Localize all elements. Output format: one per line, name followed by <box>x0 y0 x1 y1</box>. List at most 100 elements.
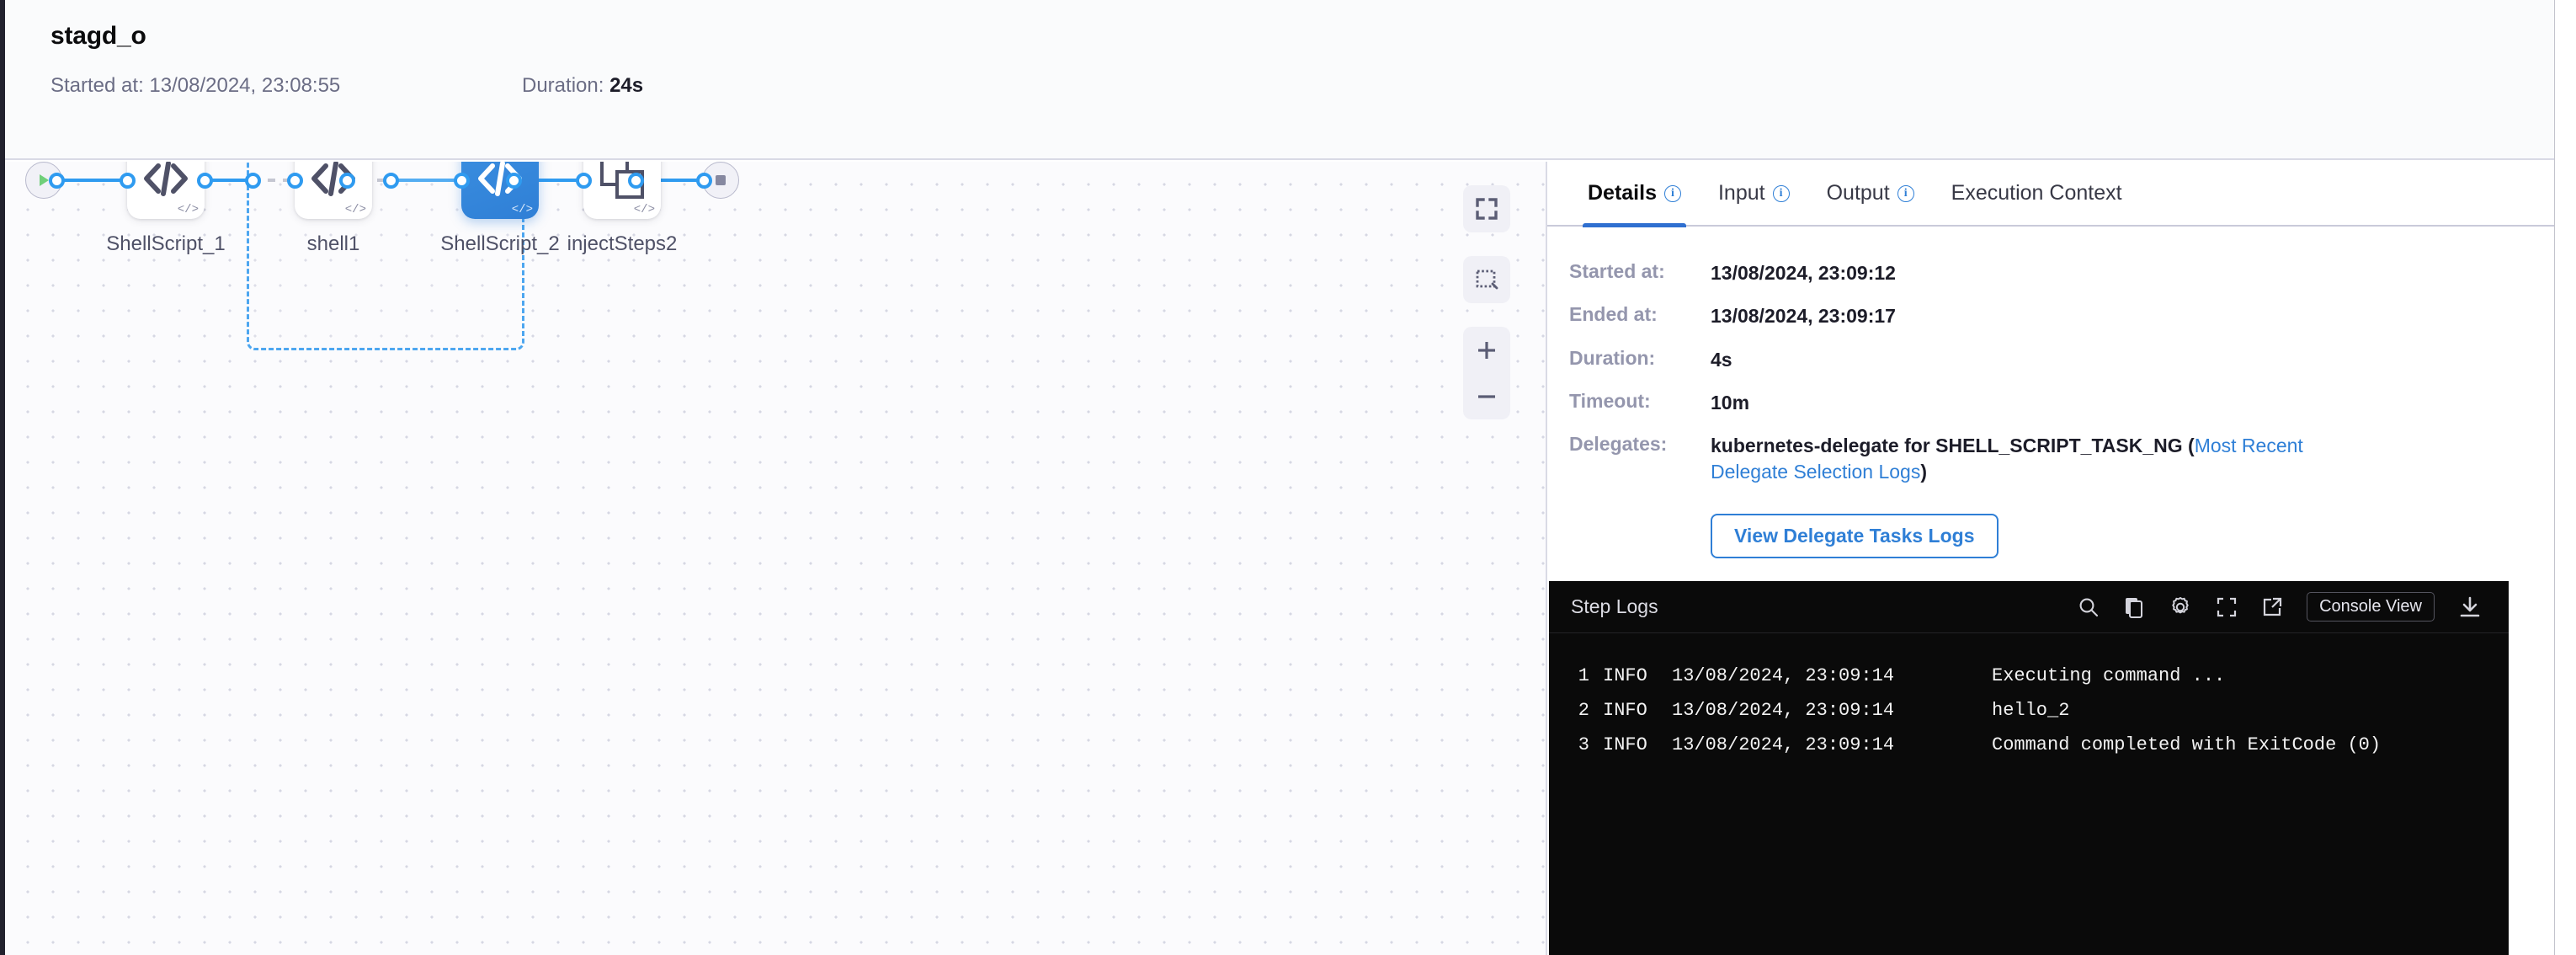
port-shellscript1-in[interactable] <box>120 173 136 189</box>
step-detail-panel: Details i Input i Output i Execution Con… <box>1546 162 2554 955</box>
fit-screen-button[interactable] <box>1463 185 1510 232</box>
detail-key: Duration: <box>1569 346 1656 369</box>
log-message: hello_2 <box>1992 700 2070 721</box>
pipeline-edges <box>57 179 712 182</box>
started-at-value: 13/08/2024, 23:08:55 <box>149 74 341 97</box>
tab-input-label: Input <box>1717 181 1765 205</box>
port-group-in[interactable] <box>245 173 261 189</box>
started-at-meta: Started at: 13/08/2024, 23:08:55 <box>51 74 522 98</box>
port-start-out[interactable] <box>49 173 65 189</box>
port-shell1-out[interactable] <box>339 173 355 189</box>
info-icon[interactable]: i <box>1897 184 1914 202</box>
info-icon[interactable]: i <box>1772 184 1790 202</box>
execution-header: stagd_o Started at: 13/08/2024, 23:08:55… <box>5 0 2554 160</box>
port-shellscript1-out[interactable] <box>197 173 213 189</box>
node-type-glyph: </> <box>344 203 366 216</box>
port-group-out[interactable] <box>383 173 399 189</box>
detail-value: 10m <box>1711 392 1750 414</box>
detail-row-timeout: Timeout: 10m <box>1569 390 2554 415</box>
log-line-number: 1 <box>1578 665 1589 686</box>
copy-icon[interactable] <box>2123 596 2145 618</box>
detail-value: 4s <box>1711 348 1732 371</box>
step-logs-toolbar: Console View <box>2078 592 2482 622</box>
port-shellscript2-out[interactable] <box>506 173 522 189</box>
zoom-controls[interactable] <box>1463 327 1510 419</box>
page-scrollbar[interactable] <box>2554 0 2576 955</box>
detail-row-ended-at: Ended at: 13/08/2024, 23:09:17 <box>1569 303 2554 328</box>
external-link-icon[interactable] <box>2261 596 2283 618</box>
log-line: 3 INFO 13/08/2024, 23:09:14 Command comp… <box>1549 734 2509 769</box>
node-type-glyph: </> <box>177 203 199 216</box>
zoom-in-button[interactable] <box>1463 327 1510 373</box>
log-timestamp: 13/08/2024, 23:09:14 <box>1672 665 1895 686</box>
detail-row-duration: Duration: 4s <box>1569 347 2554 372</box>
console-view-button[interactable]: Console View <box>2307 592 2435 622</box>
node-shell1[interactable]: </> <box>295 162 372 219</box>
log-lines[interactable]: 1 INFO 13/08/2024, 23:09:14 Executing co… <box>1549 633 2509 769</box>
detail-value: 13/08/2024, 23:09:17 <box>1711 305 1896 328</box>
step-logs-panel: Step Logs <box>1549 581 2509 955</box>
info-icon[interactable]: i <box>1663 184 1681 202</box>
port-end-in[interactable] <box>696 173 712 189</box>
detail-row-delegates: Delegates: kubernetes-delegate for SHELL… <box>1569 433 2554 484</box>
log-timestamp: 13/08/2024, 23:09:14 <box>1672 734 1895 755</box>
node-label-shellscript-1: ShellScript_1 <box>106 232 226 255</box>
select-area-button[interactable] <box>1463 256 1510 303</box>
tab-output[interactable]: Output i <box>1808 161 1933 226</box>
minus-icon <box>1478 394 1495 398</box>
detail-key: Started at: <box>1569 260 1665 282</box>
node-shellscript-1[interactable]: </> <box>127 162 205 219</box>
zoom-out-button[interactable] <box>1463 373 1510 419</box>
detail-key: Timeout: <box>1569 390 1651 413</box>
execution-meta: Started at: 13/08/2024, 23:08:55 Duratio… <box>51 74 2554 98</box>
gear-icon[interactable] <box>2169 595 2192 619</box>
port-shell1-in[interactable] <box>287 173 303 189</box>
details-list: Started at: 13/08/2024, 23:09:12 Ended a… <box>1547 227 2554 559</box>
tab-output-label: Output <box>1826 181 1890 205</box>
log-message: Executing command ... <box>1992 665 2226 686</box>
detail-key: Delegates: <box>1569 433 1668 456</box>
log-level: INFO <box>1603 700 1647 721</box>
node-type-glyph: </> <box>511 203 533 216</box>
node-label-injectsteps2: injectSteps2 <box>567 232 678 255</box>
log-timestamp: 13/08/2024, 23:09:14 <box>1672 700 1895 721</box>
view-delegate-tasks-logs-button[interactable]: View Delegate Tasks Logs <box>1711 514 1999 559</box>
play-icon <box>40 174 49 186</box>
left-nav-rail <box>0 0 5 955</box>
search-icon[interactable] <box>2078 596 2100 618</box>
fit-screen-icon <box>1476 198 1498 220</box>
plus-icon <box>1478 341 1495 359</box>
node-label-shellscript-2: ShellScript_2 <box>440 232 560 255</box>
delegate-selection-logs-link[interactable]: Most Recent Delegate Selection Logs <box>1711 435 2303 483</box>
port-shellscript2-in[interactable] <box>454 173 470 189</box>
log-line: 2 INFO 13/08/2024, 23:09:14 hello_2 <box>1549 700 2509 734</box>
tab-input[interactable]: Input i <box>1700 161 1808 226</box>
download-icon[interactable] <box>2458 595 2482 619</box>
node-label-shell1: shell1 <box>306 232 360 255</box>
detail-key: Ended at: <box>1569 303 1658 326</box>
fullscreen-icon[interactable] <box>2216 596 2238 618</box>
delegate-text-before: kubernetes-delegate for SHELL_SCRIPT_TAS… <box>1711 435 2195 457</box>
stop-icon <box>716 175 726 185</box>
log-line: 1 INFO 13/08/2024, 23:09:14 Executing co… <box>1549 665 2509 700</box>
duration-meta: Duration: 24s <box>522 74 643 98</box>
pipeline-canvas[interactable]: injectSteps1 </> <box>5 162 1546 955</box>
log-line-number: 2 <box>1578 700 1589 721</box>
log-message: Command completed with ExitCode (0) <box>1992 734 2382 755</box>
port-injectsteps2-out[interactable] <box>628 173 644 189</box>
detail-value: kubernetes-delegate for SHELL_SCRIPT_TAS… <box>1711 433 2367 484</box>
log-line-number: 3 <box>1578 734 1589 755</box>
node-type-glyph: </> <box>633 203 655 216</box>
code-icon <box>141 162 190 201</box>
page-title: stagd_o <box>51 22 146 50</box>
tab-details[interactable]: Details i <box>1569 161 1700 227</box>
started-at-label: Started at: <box>51 74 144 97</box>
port-injectsteps2-in[interactable] <box>576 173 592 189</box>
log-level: INFO <box>1603 734 1647 755</box>
node-injectsteps2[interactable]: </> <box>583 162 661 219</box>
detail-tabs: Details i Input i Output i Execution Con… <box>1547 162 2554 227</box>
node-shellscript-2[interactable]: </> <box>461 162 539 219</box>
delegate-text-after: ) <box>1920 460 1928 483</box>
tab-execution-context[interactable]: Execution Context <box>1933 161 2141 226</box>
